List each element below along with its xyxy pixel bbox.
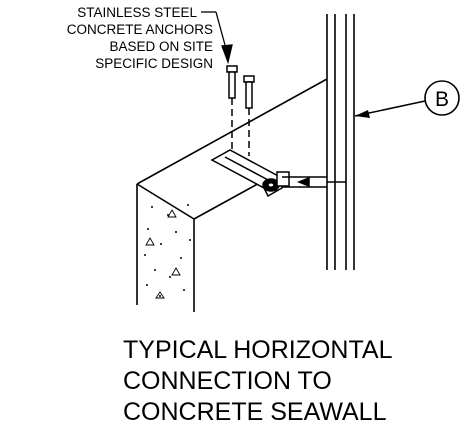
anchor-note-line-4: SPECIFIC DESIGN	[95, 56, 213, 71]
anchor-note: STAINLESS STEEL CONCRETE ANCHORS BASED O…	[67, 5, 213, 71]
connection-rods	[282, 176, 346, 188]
concrete-hatch	[144, 204, 191, 299]
callout-b: B	[354, 80, 460, 118]
caption: TYPICAL HORIZONTAL CONNECTION TO CONCRET…	[123, 336, 393, 426]
anchor-leader	[201, 11, 233, 65]
caption-line-2: CONNECTION TO	[123, 367, 332, 395]
connection-bracket	[210, 149, 290, 198]
anchor-note-line-2: CONCRETE ANCHORS	[67, 22, 213, 37]
anchor-note-line-1: STAINLESS STEEL	[77, 5, 197, 20]
caption-line-1: TYPICAL HORIZONTAL	[123, 336, 393, 364]
callout-label: B	[435, 88, 449, 111]
caption-line-3: CONCRETE SEAWALL	[123, 398, 387, 426]
anchor-note-line-3: BASED ON SITE	[109, 39, 213, 54]
anchor-bolts	[226, 65, 255, 156]
vertical-piles	[326, 14, 355, 270]
